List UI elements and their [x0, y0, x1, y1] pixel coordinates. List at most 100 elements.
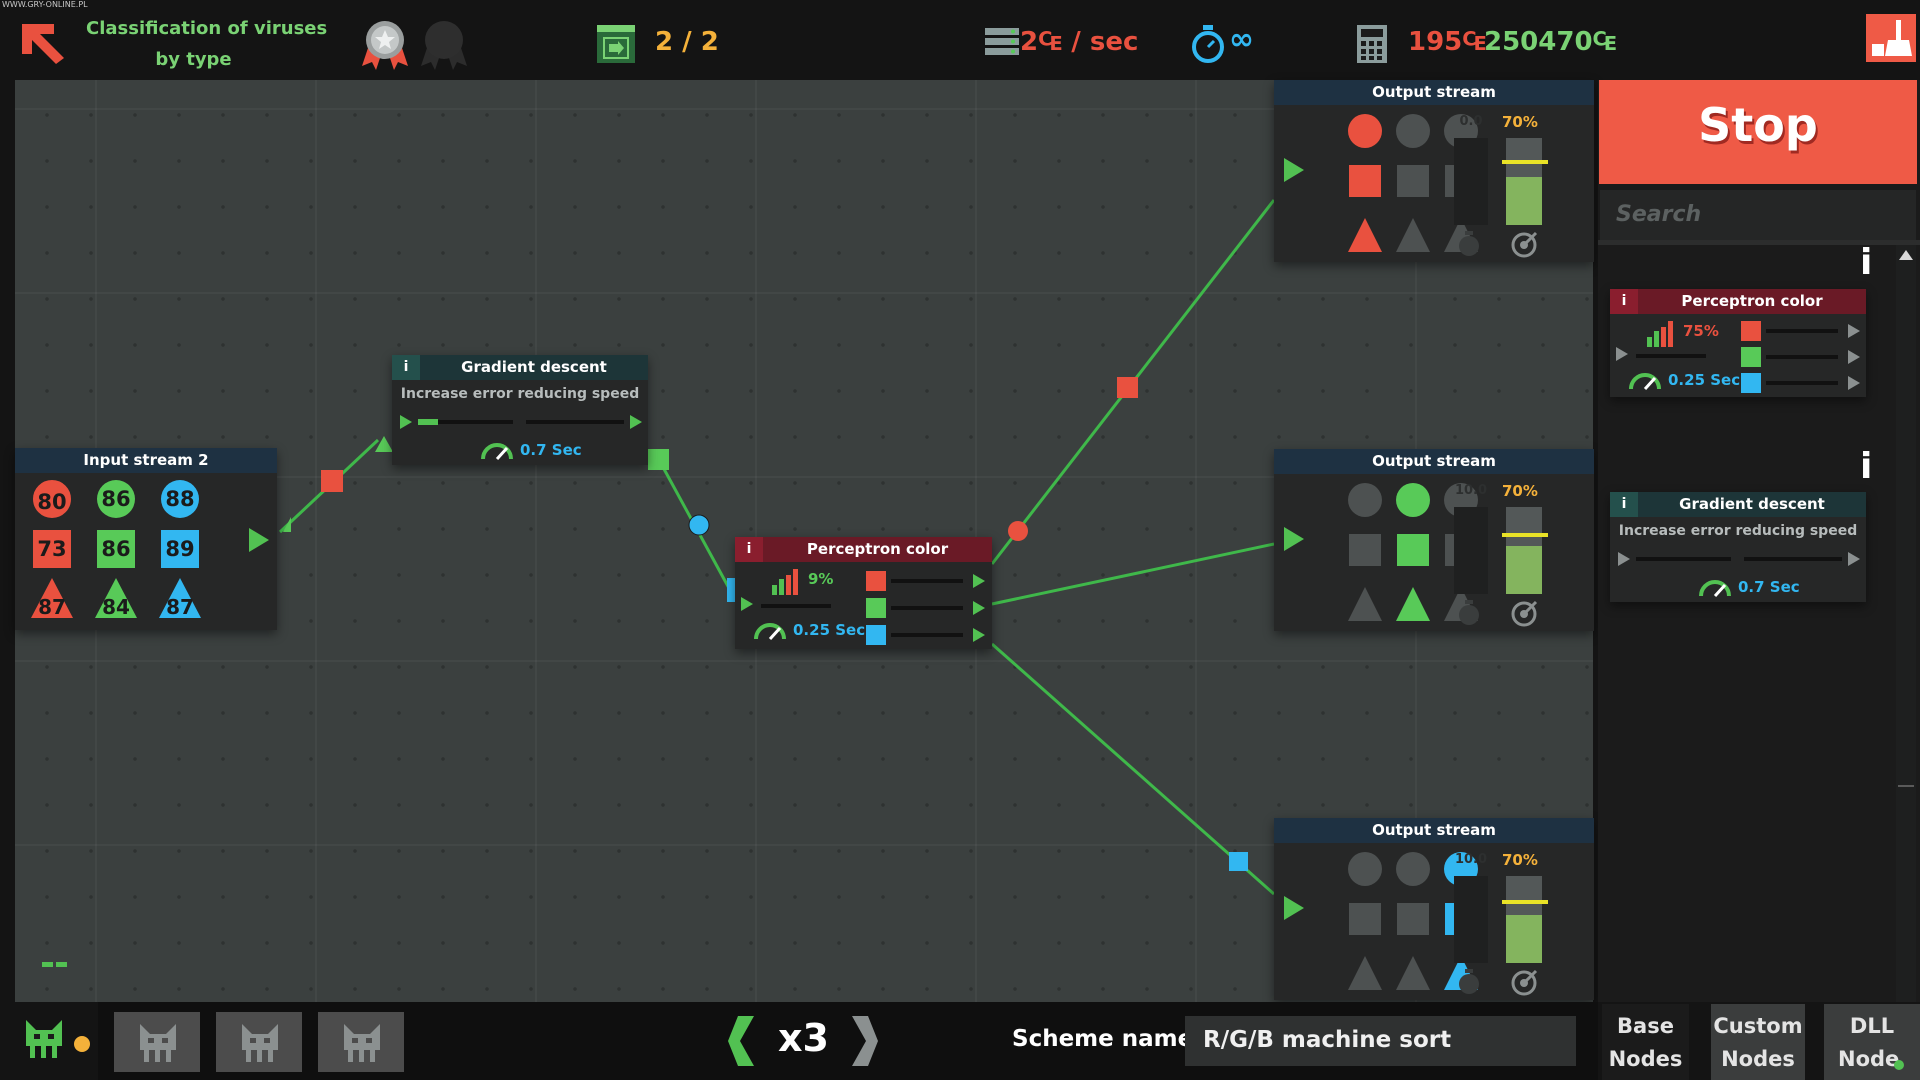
tab-base-nodes[interactable]: Base Nodes [1602, 1004, 1689, 1080]
bottom-bar: x3 Scheme name : R/G/B machine sort [0, 1002, 1598, 1080]
perceptron-out-blue [866, 625, 886, 645]
chevron-left-icon[interactable] [726, 1014, 756, 1068]
medal-icon [362, 21, 408, 70]
output-timer: 10.0 [1454, 483, 1488, 498]
cleanup-broom-icon [1872, 20, 1912, 56]
info-icon[interactable]: i [1860, 446, 1873, 487]
library-gradient-subtitle: Increase error reducing speed [1618, 523, 1858, 539]
perceptron-input-port[interactable] [741, 597, 753, 611]
search-input[interactable]: Search [1600, 190, 1916, 240]
target-circle-red [1348, 114, 1382, 148]
perceptron-accuracy: 9% [808, 570, 834, 588]
stop-button[interactable]: Stop [1599, 80, 1917, 184]
timer-icon [1459, 969, 1479, 994]
target-triangle-empty [1396, 956, 1430, 990]
active-slot[interactable] [20, 1016, 68, 1062]
target-icon [1511, 600, 1538, 627]
perceptron-out-red [866, 571, 886, 591]
library-perceptron-title: Perceptron color [1610, 289, 1866, 314]
robot-slot-2[interactable] [216, 1012, 302, 1072]
tab-label-line1: Base [1617, 1014, 1674, 1038]
gradient-output-port[interactable] [630, 415, 642, 429]
output-percent: 70% [1502, 851, 1538, 869]
library-gradient-slider-left [1636, 557, 1731, 561]
target-circle-empty [1396, 852, 1430, 886]
library-gradient-info[interactable]: i [1610, 492, 1638, 517]
perceptron-port-green[interactable] [973, 601, 985, 615]
output-input-port[interactable] [1284, 527, 1304, 551]
input-value-square-blue: 89 [161, 530, 199, 568]
library-gradient-slider-right [1744, 557, 1842, 561]
timer-icon [1459, 600, 1479, 625]
library-perceptron-info[interactable]: i [1610, 289, 1638, 314]
input-stream-node[interactable]: Input stream 2 80 86 88 73 86 89 87 84 8… [15, 448, 277, 630]
tab-label-line2: Nodes [1721, 1047, 1795, 1071]
server-income-icon [985, 28, 1019, 55]
cat-robot-icon [344, 1024, 380, 1062]
perceptron-blue-slider[interactable] [891, 633, 963, 637]
exit-level-icon [597, 25, 635, 63]
tab-label-line2: Node [1838, 1047, 1900, 1071]
speed-gauge-icon [754, 623, 786, 641]
target-triangle-red [1348, 218, 1382, 252]
library-port-green [1848, 350, 1860, 364]
output-stream-node-1[interactable]: Output stream 0.0 70% [1274, 80, 1594, 262]
scroll-up-icon[interactable] [1898, 249, 1914, 261]
timer-column [1454, 138, 1488, 225]
timer-column [1454, 507, 1488, 594]
balance-value: 250470₠ [1484, 27, 1617, 57]
back-arrow-icon[interactable] [20, 22, 70, 64]
library-blue-slider [1766, 381, 1838, 385]
chevron-right-icon[interactable] [850, 1014, 880, 1068]
input-triangle-blue-shape [159, 578, 201, 618]
tab-custom-nodes[interactable]: Custom Nodes [1711, 1004, 1805, 1080]
input-output-port[interactable] [249, 528, 269, 552]
perceptron-red-slider[interactable] [891, 579, 963, 583]
perceptron-port-red[interactable] [973, 574, 985, 588]
accuracy-threshold-line [1502, 160, 1548, 164]
robot-slot-3[interactable] [318, 1012, 404, 1072]
perceptron-green-slider[interactable] [891, 606, 963, 610]
tab-dll-nodes[interactable]: DLL Node [1824, 1004, 1920, 1080]
scroll-thumb[interactable] [1898, 785, 1914, 787]
output-timer: 10.0 [1454, 852, 1488, 867]
cleanup-button[interactable] [1866, 14, 1916, 62]
stop-label: Stop [1698, 98, 1818, 152]
gradient-input-port[interactable] [400, 415, 412, 429]
output-input-port[interactable] [1284, 158, 1304, 182]
gradient-descent-node[interactable]: Gradient descent i Increase error reduci… [392, 355, 648, 465]
target-square-empty [1349, 534, 1381, 566]
medal-locked-icon [421, 21, 467, 70]
perceptron-color-node[interactable]: Perceptron color i 9% 0.25 Sec [735, 537, 992, 649]
node-library-panel: Stop Search i Perceptron color i 75% 0.2… [1598, 80, 1920, 1080]
output-stream-node-3[interactable]: Output stream 10.0 70% [1274, 818, 1594, 1000]
input-value-triangle-red: 87 [38, 595, 66, 619]
target-square-red [1349, 165, 1381, 197]
target-circle-empty [1348, 483, 1382, 517]
output-stream-node-2[interactable]: Output stream 10.0 70% [1274, 449, 1594, 631]
cat-robot-icon [140, 1024, 176, 1062]
perceptron-info-button[interactable]: i [735, 537, 763, 562]
output-input-port[interactable] [1284, 896, 1304, 920]
input-value-triangle-green: 84 [102, 595, 130, 619]
gradient-slider-right[interactable] [526, 420, 624, 424]
library-gradient-node[interactable]: Gradient descent i Increase error reduci… [1610, 492, 1866, 602]
level-title-line1: Classification of viruses [86, 18, 328, 39]
scheme-name-input[interactable]: R/G/B machine sort [1185, 1016, 1576, 1066]
panel-scrollbar[interactable] [1896, 245, 1916, 1080]
calculator-icon [1357, 25, 1387, 63]
library-green-slider [1766, 355, 1838, 359]
library-gradient-title: Gradient descent [1610, 492, 1866, 517]
gradient-info-button[interactable]: i [392, 355, 420, 380]
top-bar: WWW.GRY-ONLINE.PL Classification of viru… [0, 0, 1920, 80]
library-perceptron-accuracy: 75% [1683, 322, 1719, 340]
perceptron-slider[interactable] [761, 604, 831, 608]
info-icon[interactable]: i [1860, 242, 1873, 283]
robot-slot-1[interactable] [114, 1012, 200, 1072]
perceptron-port-blue[interactable] [973, 628, 985, 642]
scheme-name-value: R/G/B machine sort [1203, 1027, 1452, 1053]
panel-divider [1598, 240, 1920, 245]
minimap-indicator[interactable] [42, 962, 68, 968]
library-perceptron-node[interactable]: Perceptron color i 75% 0.25 Sec [1610, 289, 1866, 397]
gradient-slider-left[interactable] [418, 420, 513, 424]
